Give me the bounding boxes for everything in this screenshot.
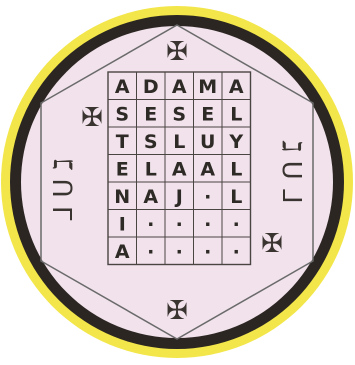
grid-cell: ·	[233, 213, 240, 235]
grid-cell: L	[230, 103, 242, 125]
grid-cell: A	[115, 76, 130, 98]
cross-top-icon: ✠	[166, 37, 188, 67]
cross-bottom-icon: ✠	[166, 296, 188, 326]
grid-cell: S	[144, 131, 158, 153]
grid-cell: ·	[233, 241, 240, 263]
grid-cell: A	[115, 241, 130, 263]
grid-cell: L	[230, 186, 242, 208]
cross-right-icon: ✠	[261, 229, 283, 259]
grid-cell: M	[198, 76, 217, 98]
grid-cell: ·	[204, 241, 211, 263]
grid-cell: E	[201, 103, 214, 125]
grid-cell: A	[172, 158, 187, 180]
grid-cell: ·	[204, 186, 211, 208]
grid-cell: L	[173, 131, 185, 153]
grid-cell: I	[119, 213, 126, 235]
grid-cell: A	[229, 76, 244, 98]
grid-cell: A	[143, 186, 158, 208]
grid-cell: L	[145, 158, 157, 180]
grid-cell: D	[143, 76, 159, 98]
side-glyph-right: ℷ ᑌ ᒧ	[276, 140, 306, 204]
grid-cell: A	[172, 76, 187, 98]
cross-left-icon: ✠	[81, 103, 103, 133]
grid-cell: E	[144, 103, 157, 125]
grid-cell: ·	[176, 241, 183, 263]
grid-cell: ·	[147, 213, 154, 235]
grid-cell: A	[200, 158, 215, 180]
grid-cell: S	[115, 103, 129, 125]
grid-cell: E	[116, 158, 129, 180]
grid-cell: ·	[204, 213, 211, 235]
grid-cell: J	[174, 186, 183, 208]
grid-cell: N	[114, 186, 130, 208]
grid-cell: T	[116, 131, 129, 153]
grid-cell: ·	[147, 241, 154, 263]
grid-cell: U	[200, 131, 215, 153]
grid-cell: ·	[176, 213, 183, 235]
grid-cell: L	[230, 158, 242, 180]
grid-cell: Y	[228, 131, 243, 153]
grid-cell: S	[172, 103, 186, 125]
side-glyph-left: ᒧ ᑌ ℷ	[49, 158, 79, 222]
